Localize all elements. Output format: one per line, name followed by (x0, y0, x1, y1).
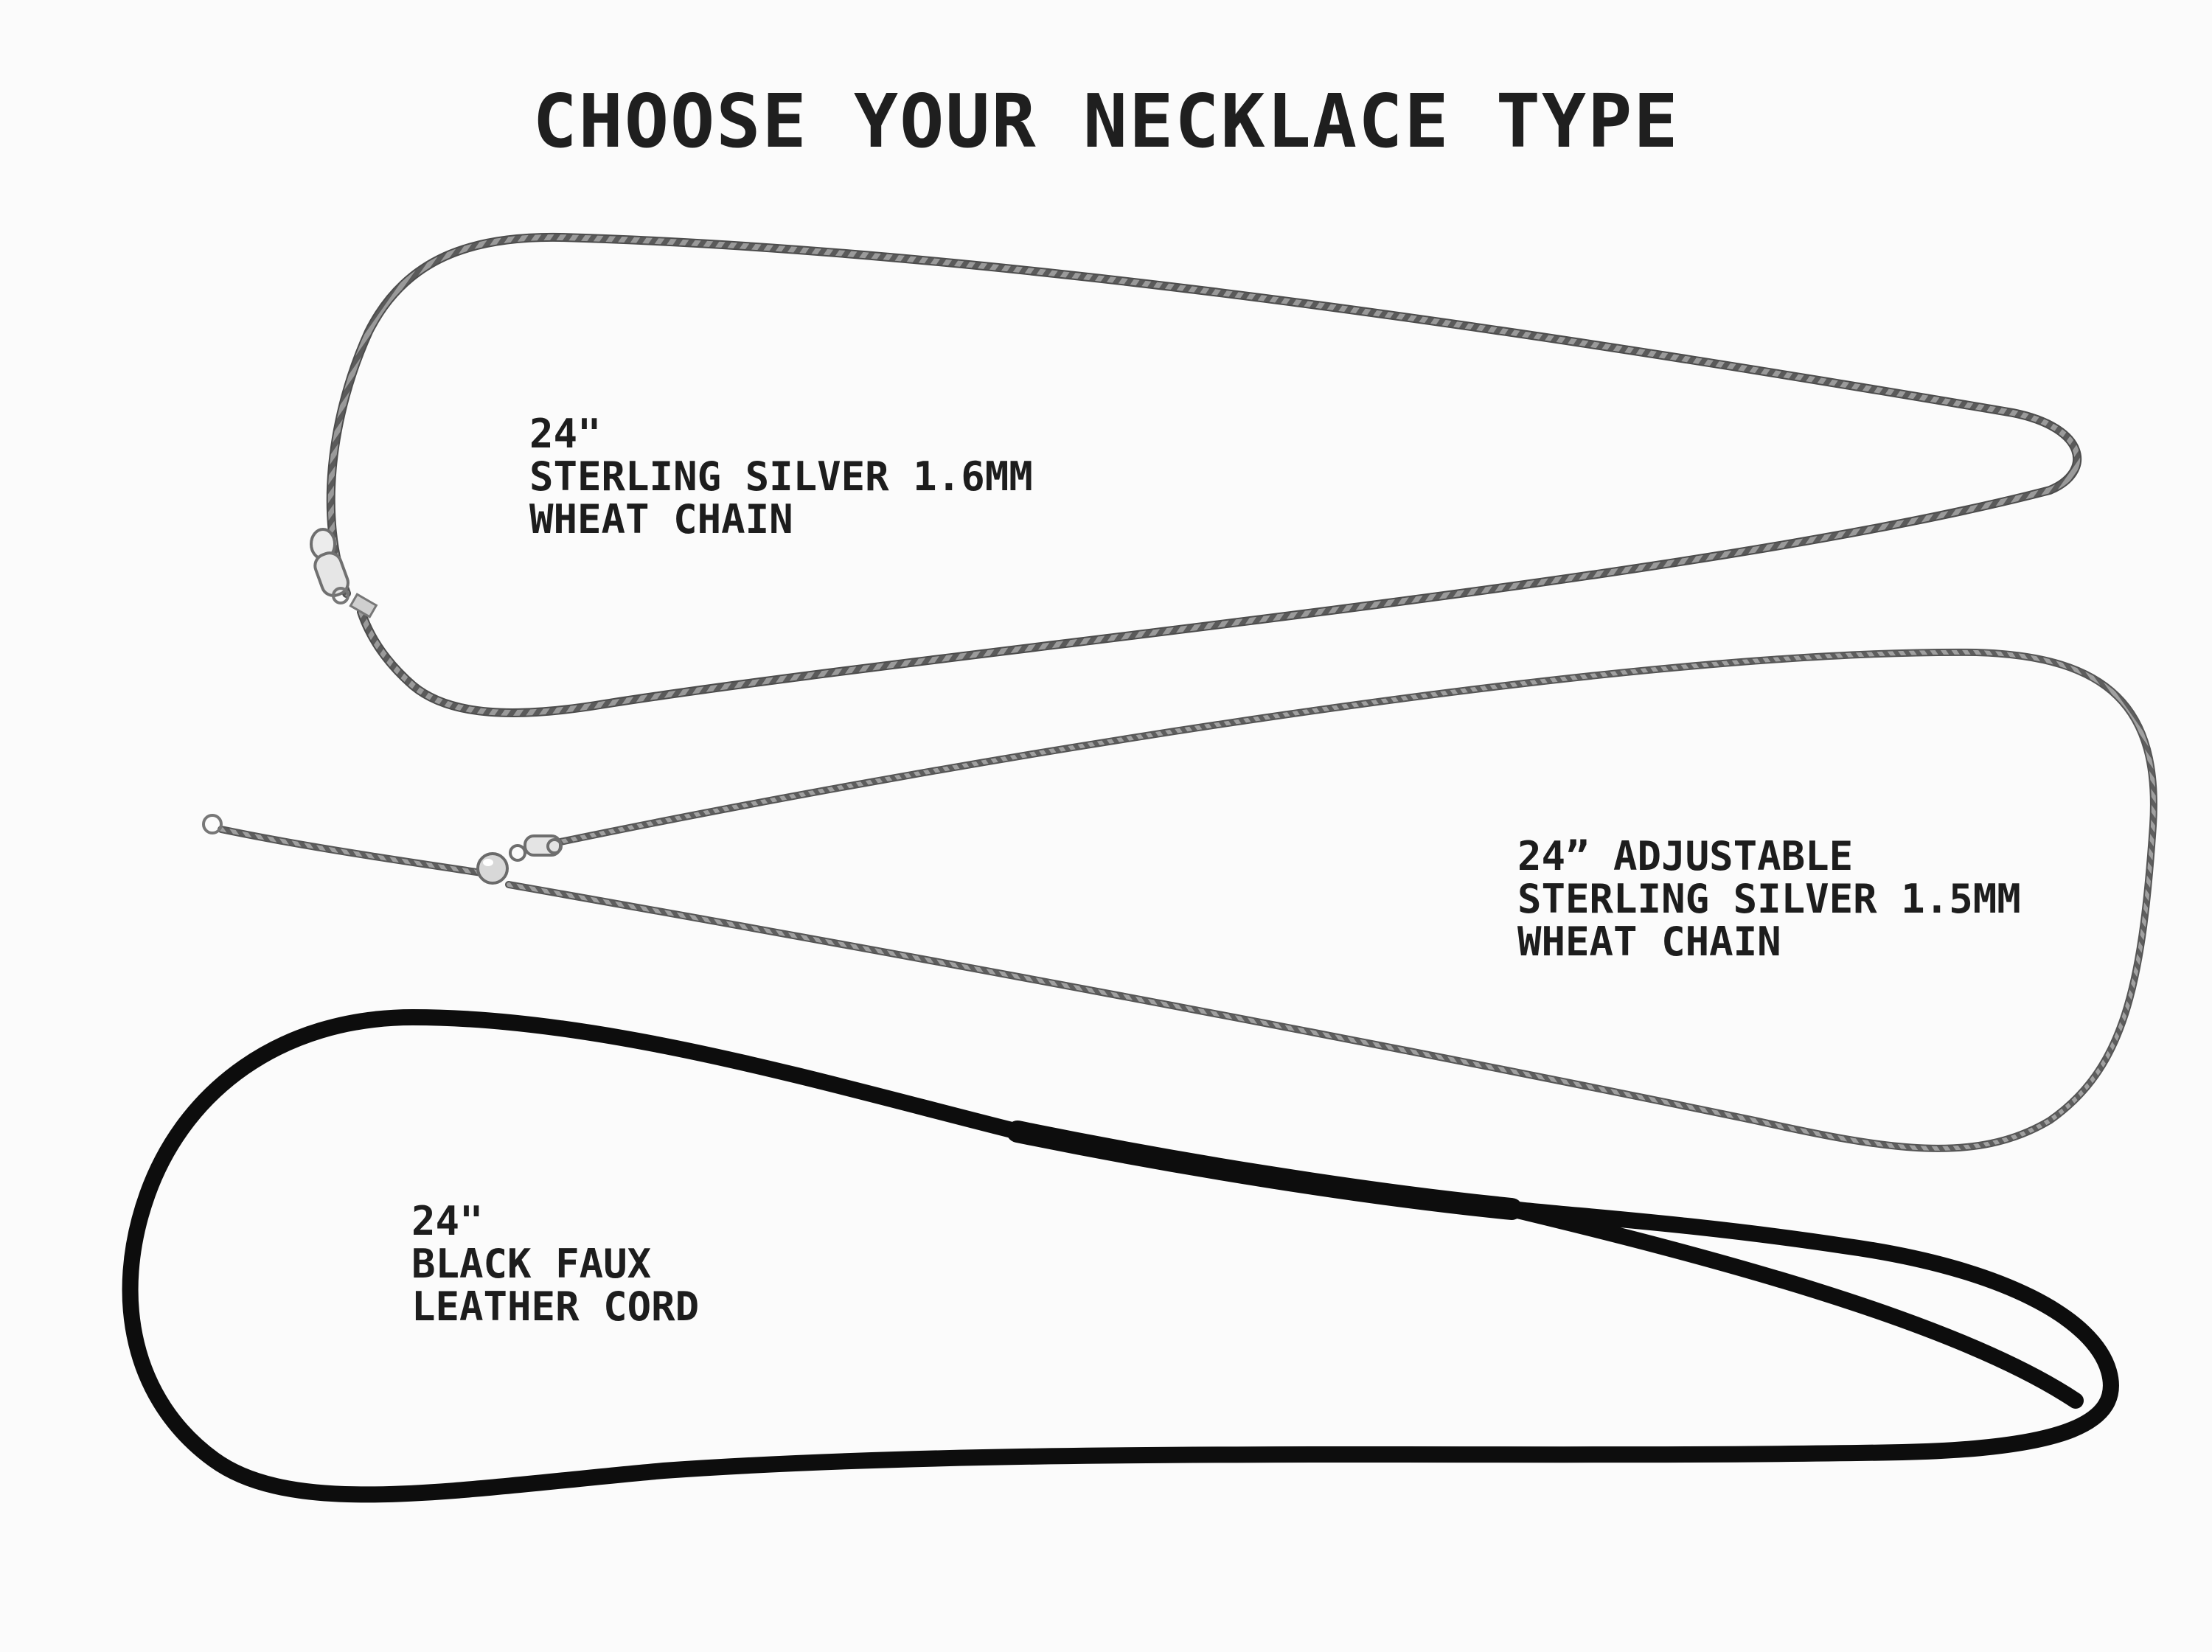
option-material: BLACK FAUX (411, 1241, 652, 1287)
option-label-silver-1-6mm: 24" STERLING SILVER 1.6MM WHEAT CHAIN (529, 413, 1033, 541)
option-length: 24” ADJUSTABLE (1517, 833, 1854, 879)
option-label-adjustable-1-5mm: 24” ADJUSTABLE STERLING SILVER 1.5MM WHE… (1517, 835, 2021, 963)
wheat-chain-1-6mm (326, 232, 2081, 717)
option-label-leather-cord: 24" BLACK FAUX LEATHER CORD (411, 1200, 699, 1328)
option-length: 24" (529, 411, 602, 457)
lobster-clasp-icon (310, 528, 378, 618)
option-material: STERLING SILVER 1.5MM (1517, 876, 2021, 922)
option-style: LEATHER CORD (411, 1283, 700, 1330)
black-faux-leather-cord (122, 1009, 2119, 1503)
page-title: CHOOSE YOUR NECKLACE TYPE (532, 78, 1680, 164)
option-style: WHEAT CHAIN (1517, 919, 1781, 965)
slider-bead-icon (476, 852, 509, 885)
wheat-chain-adjustable-1-5mm (218, 648, 2157, 1152)
adjustable-clasp-icon (509, 834, 563, 862)
option-material: STERLING SILVER 1.6MM (529, 453, 1033, 500)
option-style: WHEAT CHAIN (529, 496, 793, 543)
end-ring-icon (202, 814, 223, 834)
option-length: 24" (411, 1198, 484, 1244)
